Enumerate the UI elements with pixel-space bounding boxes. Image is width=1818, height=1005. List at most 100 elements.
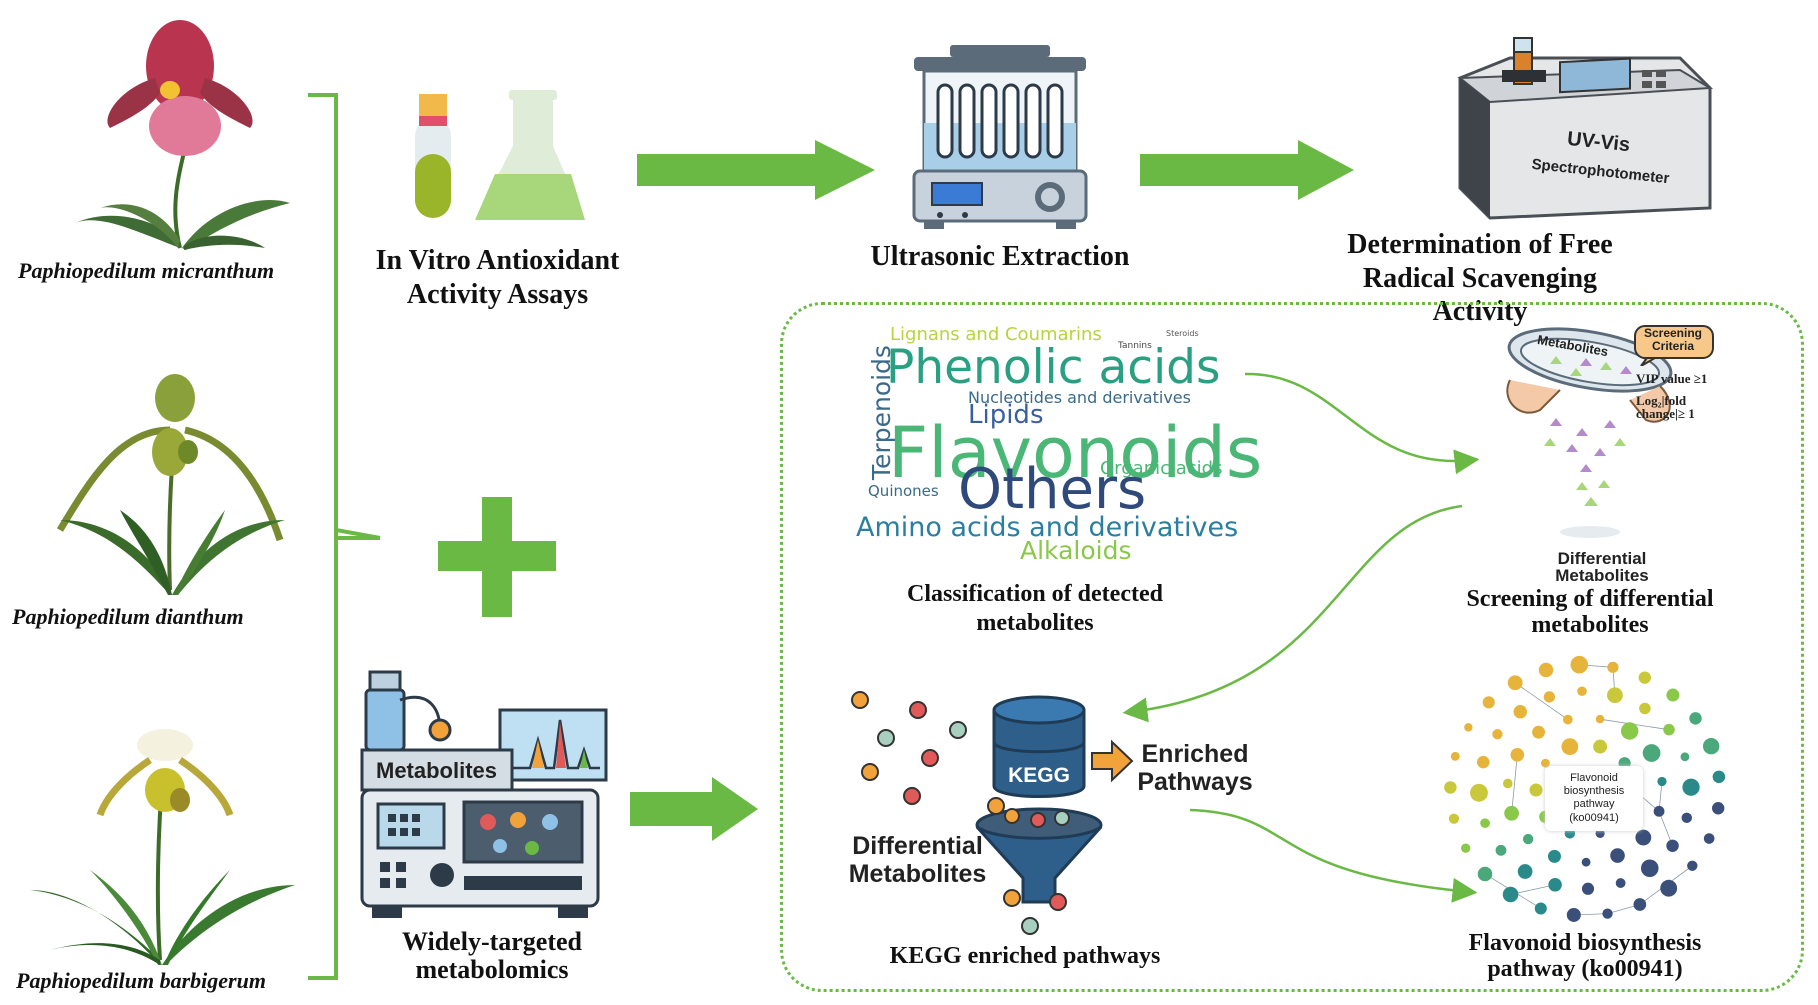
network-node bbox=[1703, 833, 1715, 844]
network-node bbox=[1529, 783, 1543, 797]
extraction-label: Ultrasonic Extraction bbox=[870, 241, 1130, 272]
arrow-right-1 bbox=[637, 140, 875, 200]
network-node bbox=[1503, 778, 1513, 789]
network-node bbox=[1548, 878, 1562, 892]
metabolomics-machine-icon: Metabolites bbox=[360, 670, 608, 918]
network-node bbox=[1444, 781, 1457, 794]
network-center-label: Flavonoid biosynthesis pathway (ko00941) bbox=[1545, 766, 1643, 831]
network-node bbox=[1680, 752, 1690, 762]
network-node bbox=[1687, 860, 1698, 871]
screening-output-label: Differential Metabolites bbox=[1555, 549, 1649, 585]
screening-illustration: Metabolites bbox=[1506, 327, 1673, 538]
network-node bbox=[1476, 755, 1490, 769]
network-node bbox=[1547, 849, 1561, 863]
network-node bbox=[1564, 828, 1576, 839]
database-icon: KEGG bbox=[992, 695, 1086, 798]
word-quinones: Quinones bbox=[868, 482, 939, 500]
network-node bbox=[1577, 686, 1587, 697]
grouping-bracket bbox=[308, 93, 381, 980]
network-caption: Flavonoid biosynthesis pathway (ko00941) bbox=[1468, 930, 1702, 983]
network-node bbox=[1504, 805, 1519, 821]
network-node bbox=[1607, 661, 1619, 673]
word-cloud-caption: Classification of detected metabolites bbox=[907, 581, 1163, 636]
plant-name-barbigerum: Paphiopedilum barbigerum bbox=[16, 968, 266, 993]
network-node bbox=[1450, 751, 1460, 761]
network-node bbox=[1615, 878, 1626, 889]
network-node bbox=[1640, 859, 1659, 878]
assays-label: In Vitro Antioxidant Activity Assays bbox=[375, 245, 620, 310]
network-node bbox=[1532, 725, 1545, 739]
enriched-label: Enriched Pathways bbox=[1137, 740, 1253, 796]
network-node bbox=[1581, 882, 1595, 895]
network-node bbox=[1653, 805, 1665, 817]
word-steroids: Steroids bbox=[1166, 329, 1199, 338]
network-node bbox=[1534, 902, 1547, 915]
network-node bbox=[1593, 739, 1608, 754]
network-node bbox=[1461, 843, 1471, 853]
metabolomics-caption: Widely-targeted metabolomics bbox=[401, 927, 583, 985]
arrow-right-2 bbox=[1140, 140, 1354, 200]
network-node bbox=[1638, 671, 1651, 684]
plus-icon bbox=[438, 497, 556, 617]
word-others: Others bbox=[958, 457, 1147, 522]
network-node bbox=[1602, 908, 1613, 919]
word-cloud: Lignans and Coumarins Steroids Tannins T… bbox=[850, 320, 1270, 570]
network-node bbox=[1657, 776, 1667, 787]
network-edge bbox=[1511, 754, 1518, 814]
network-node bbox=[1689, 712, 1702, 725]
network-node bbox=[1495, 844, 1507, 856]
network-node bbox=[1561, 738, 1579, 756]
network-node bbox=[1712, 802, 1725, 815]
network-node bbox=[1610, 848, 1625, 863]
network-node bbox=[1642, 744, 1661, 762]
network-graph bbox=[1444, 655, 1726, 922]
plant-micranthum bbox=[60, 8, 300, 258]
network-node bbox=[1513, 705, 1527, 719]
ultrasonic-bath-icon bbox=[912, 45, 1088, 229]
word-amino: Amino acids and derivatives bbox=[856, 512, 1239, 543]
criteria-list: VIP value ≥1 Log₂|fold change|≥ 1 bbox=[1636, 372, 1716, 421]
network-node bbox=[1540, 758, 1550, 768]
word-lignans: Lignans and Coumarins bbox=[890, 324, 1102, 345]
network-node bbox=[1477, 866, 1493, 882]
network-node bbox=[1639, 702, 1651, 715]
word-tannins: Tannins bbox=[1118, 341, 1152, 351]
arrow-orange-icon bbox=[1091, 739, 1134, 783]
network-node bbox=[1470, 783, 1488, 802]
network-node bbox=[1482, 696, 1495, 709]
network-node bbox=[1464, 723, 1473, 732]
network-node bbox=[1566, 907, 1581, 922]
network-node bbox=[1581, 857, 1591, 867]
kegg-illustration: KEGG bbox=[851, 691, 1134, 935]
network-node bbox=[1517, 864, 1533, 879]
kegg-caption: KEGG enriched pathways bbox=[889, 943, 1161, 969]
network-node bbox=[1682, 778, 1700, 796]
network-edge bbox=[1514, 682, 1569, 720]
arrow-right-3 bbox=[630, 777, 758, 841]
plant-dianthum bbox=[40, 370, 300, 600]
plant-name-micranthum: Paphiopedilum micranthum bbox=[18, 258, 275, 283]
network-node bbox=[1666, 688, 1680, 702]
network-node bbox=[1562, 714, 1573, 725]
network-node bbox=[1502, 886, 1519, 903]
network-node bbox=[1663, 723, 1675, 736]
network-node bbox=[1666, 839, 1679, 853]
pink-orchid-icon bbox=[75, 20, 290, 250]
spectrophotometer-icon: UV-Vis Spectrophotometer bbox=[1457, 37, 1714, 220]
word-flavonoids: Flavonoids bbox=[888, 412, 1263, 494]
network-node bbox=[1595, 714, 1605, 724]
network-node bbox=[1507, 675, 1523, 691]
machine-label: Metabolites bbox=[376, 758, 497, 783]
network-node bbox=[1595, 828, 1605, 838]
kegg-diff-label: Differential Metabolites bbox=[848, 832, 987, 888]
network-node bbox=[1492, 729, 1503, 740]
word-alkaloids: Alkaloids bbox=[1020, 536, 1132, 565]
network-node bbox=[1543, 691, 1556, 703]
plant-barbigerum bbox=[20, 720, 300, 970]
screening-caption: Screening of differential metabolites bbox=[1466, 586, 1714, 639]
network-node bbox=[1570, 655, 1589, 674]
network-node bbox=[1635, 829, 1652, 846]
green-orchid-icon bbox=[56, 374, 285, 595]
network-node bbox=[1522, 833, 1534, 845]
network-node bbox=[1660, 879, 1678, 897]
